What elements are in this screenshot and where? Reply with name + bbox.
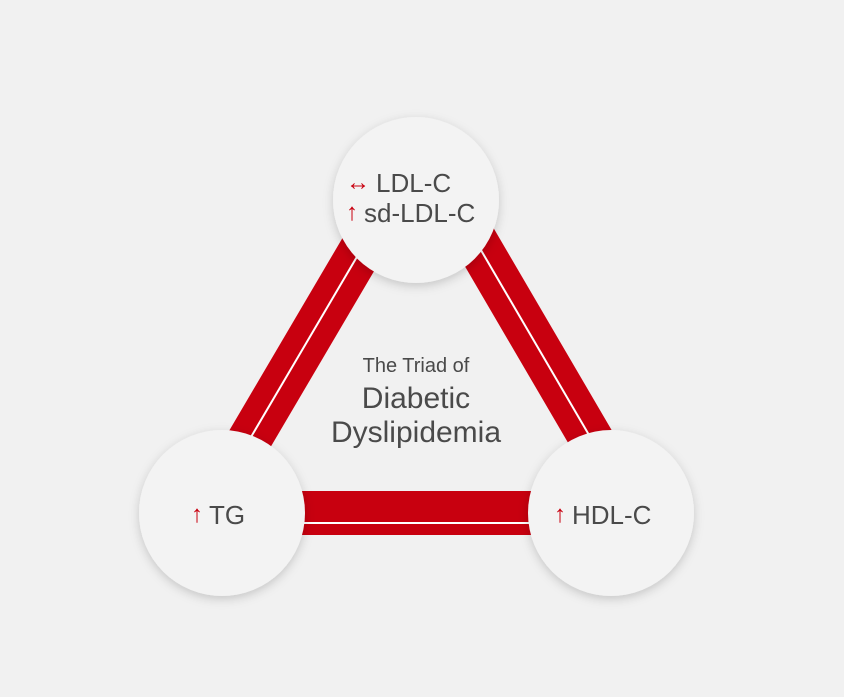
title-line-1: The Triad of xyxy=(362,355,470,377)
node-tg: ↑ TG xyxy=(191,502,245,528)
node-ldl: ↔ LDL-C ↑ sd-LDL-C xyxy=(346,170,475,226)
node-circle-hdl xyxy=(528,430,694,596)
node-ldl-line2: ↑ sd-LDL-C xyxy=(346,200,475,226)
node-circle-ldl xyxy=(333,117,499,283)
ldl-c-label: LDL-C xyxy=(376,168,452,198)
title-line-3: Dyslipidemia xyxy=(330,416,502,449)
diagram-title: The Triad of Diabetic Dyslipidemia xyxy=(316,355,516,450)
up-arrow-icon: ↑ xyxy=(554,501,566,528)
node-hdl: ↑ HDL-C xyxy=(554,502,651,528)
sd-ldl-c-label: sd-LDL-C xyxy=(364,198,476,228)
node-circle-tg xyxy=(139,430,305,596)
node-ldl-line1: ↔ LDL-C xyxy=(346,170,475,196)
title-line-2: Diabetic xyxy=(361,382,471,415)
left-right-arrow-icon: ↔ xyxy=(346,169,370,196)
hdl-c-label: HDL-C xyxy=(572,500,652,530)
up-arrow-icon: ↑ xyxy=(191,501,203,528)
up-arrow-icon: ↑ xyxy=(346,199,358,226)
tg-label: TG xyxy=(209,500,246,530)
